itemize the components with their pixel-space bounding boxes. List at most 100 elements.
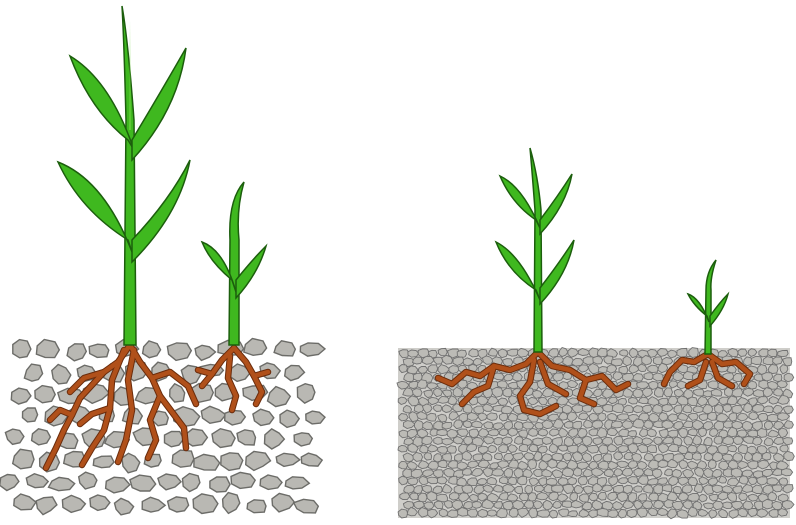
soil-pebble: [752, 452, 762, 461]
soil-pebble: [528, 493, 537, 502]
soil-pebble: [478, 509, 488, 517]
soil-pebble: [428, 365, 438, 373]
soil-stone: [246, 451, 271, 470]
soil-pebble: [508, 428, 518, 436]
soil-stone: [210, 477, 230, 492]
soil-stone: [253, 409, 274, 425]
soil-pebble: [589, 493, 598, 501]
soil-pebble: [647, 429, 656, 437]
soil-pebble: [708, 460, 716, 469]
soil-pebble: [738, 430, 748, 437]
soil-stone: [237, 430, 256, 445]
soil-pebble: [778, 350, 789, 356]
soil-stone: [168, 497, 189, 512]
soil-pebble: [582, 436, 592, 446]
soil-pebble: [611, 421, 622, 428]
soil-pebble: [399, 461, 408, 469]
soil-pebble: [413, 452, 423, 461]
soil-stone: [170, 384, 185, 402]
soil-pebble: [697, 444, 707, 453]
soil-pebble: [499, 429, 508, 436]
soil-pebble: [504, 468, 513, 477]
soil-pebble: [634, 486, 643, 492]
soil-stone: [193, 494, 218, 514]
soil-stone: [36, 497, 57, 515]
soil-pebble: [427, 413, 437, 421]
soil-stone: [143, 341, 161, 358]
soil-stone: [294, 433, 312, 446]
soil-pebble: [603, 454, 612, 462]
soil-pebble: [508, 477, 517, 484]
soil-pebble: [674, 405, 682, 414]
soil-pebble: [423, 422, 433, 430]
soil-pebble: [398, 445, 408, 452]
soil-pebble: [654, 485, 663, 494]
soil-stone: [23, 408, 38, 422]
soil-pebble: [731, 468, 742, 477]
soil-stone: [223, 493, 240, 514]
soil-pebble: [529, 444, 538, 452]
soil-pebble: [677, 348, 688, 357]
soil-stone: [272, 493, 295, 512]
soil-pebble: [593, 356, 603, 364]
soil-pebble: [658, 478, 668, 485]
soil-stone: [301, 453, 322, 466]
soil-stone: [167, 343, 191, 361]
soil-pebble: [598, 461, 609, 469]
soil-pebble: [638, 494, 647, 502]
soil-pebble: [593, 438, 602, 445]
soil-pebble: [733, 436, 743, 444]
soil-pebble: [437, 447, 447, 454]
soil-pebble: [469, 429, 479, 438]
soil-stone: [26, 474, 48, 488]
soil-pebble: [733, 486, 743, 494]
soil-pebble: [708, 412, 717, 420]
soil-pebble: [644, 420, 653, 428]
soil-pebble: [782, 469, 793, 476]
soil-pebble: [762, 452, 771, 460]
soil-pebble: [472, 502, 482, 509]
soil-pebble: [708, 381, 719, 389]
soil-pebble: [515, 486, 523, 493]
soil-pebble: [628, 477, 638, 484]
soil-pebble: [699, 414, 708, 421]
soil-pebble: [538, 510, 551, 517]
soil-pebble: [773, 357, 783, 365]
soil-pebble: [598, 492, 606, 500]
soil-pebble: [668, 396, 678, 405]
soil-pebble: [442, 422, 452, 429]
soil-stone: [201, 406, 226, 423]
soil-pebble: [478, 460, 489, 468]
soil-stone: [79, 472, 97, 489]
soil-pebble: [410, 493, 418, 500]
soil-stone: [172, 450, 194, 467]
soil-pebble: [711, 389, 722, 396]
soil-pebble: [424, 453, 432, 461]
soil-pebble: [689, 348, 699, 358]
soil-pebble: [438, 461, 447, 468]
soil-pebble: [654, 437, 663, 445]
soil-stone: [13, 340, 31, 358]
soil-pebble: [784, 373, 794, 382]
soil-stone: [300, 343, 325, 356]
soil-pebble: [574, 468, 583, 477]
soil-stone: [274, 341, 295, 356]
soil-pebble: [714, 436, 722, 444]
soil-pebble: [499, 477, 508, 484]
soil-pebble: [728, 446, 737, 452]
soil-pebble: [738, 349, 747, 357]
soil-pebble: [509, 508, 518, 517]
soil-stone: [122, 453, 140, 473]
soil-stone: [260, 475, 282, 489]
soil-pebble: [570, 493, 578, 502]
soil-pebble: [768, 349, 777, 356]
soil-pebble: [414, 404, 424, 412]
soil-pebble: [763, 406, 773, 413]
soil-stone: [142, 497, 165, 512]
soil-pebble: [542, 420, 553, 429]
soil-pebble: [499, 445, 508, 453]
soil-pebble: [582, 405, 592, 412]
soil-pebble: [688, 494, 700, 502]
soil-pebble: [519, 430, 528, 437]
